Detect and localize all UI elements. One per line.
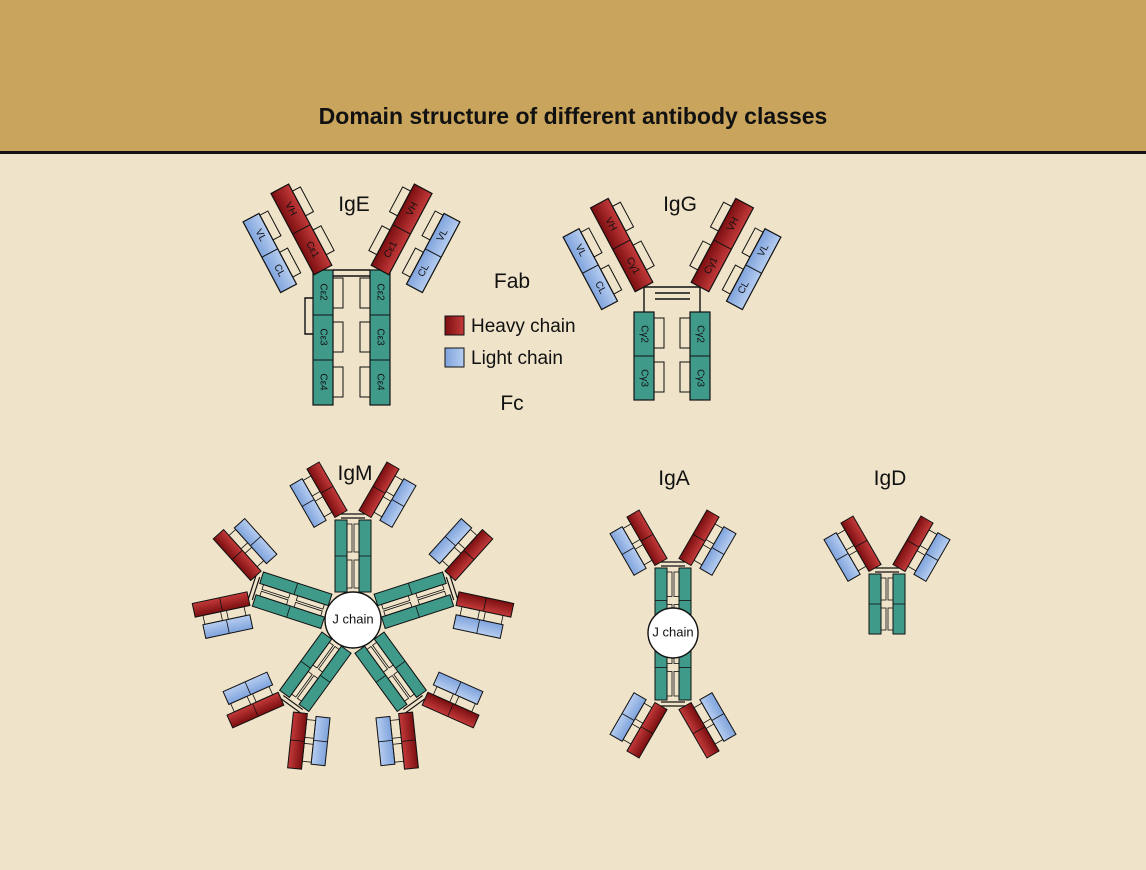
legend: Heavy chain Light chain <box>444 315 576 369</box>
igg-vl-left-label: VL <box>573 243 589 259</box>
igm-j-chain-label: J chain <box>332 611 373 626</box>
ige-ce3-left-label: Cε3 <box>317 328 328 346</box>
iga-label: IgA <box>658 467 690 490</box>
igg-cl-left-label: CL <box>592 279 608 296</box>
ige-label: IgE <box>338 193 370 216</box>
igm-j-chain <box>324 591 382 649</box>
header-banner: Domain structure of different antibody c… <box>0 0 1146 154</box>
igd-monomer-fab-right <box>892 515 951 582</box>
igm-unit-5 <box>191 517 333 639</box>
igg-cg2-right-label: Cγ2 <box>694 325 705 343</box>
igg-cl-right-label: CL <box>736 279 752 296</box>
iga-monomer-bottom-fab-left <box>678 692 737 759</box>
ige-vl-right-label: VL <box>435 227 451 243</box>
igd-molecule <box>823 515 951 635</box>
ige-vl-left-label: VL <box>253 227 269 243</box>
igg-fab-left: VH Cγ1 VL CL <box>562 197 655 311</box>
ige-cl-left-label: CL <box>271 262 287 279</box>
iga-j-chain <box>647 607 699 659</box>
igm-monomer-4 <box>222 631 352 770</box>
igm-unit-4-fab-right <box>222 671 285 729</box>
igm-unit-2-fab-right <box>452 591 515 639</box>
igm-unit-3-fab-right <box>375 711 419 770</box>
igm-monomer-2 <box>373 517 515 639</box>
igm-unit-1 <box>289 461 417 593</box>
igg-cg3-left-label: Cγ3 <box>638 369 649 387</box>
ige-ce2-left-label: Cε2 <box>317 283 328 301</box>
fab-label: Fab <box>494 270 530 293</box>
ige-cl-right-label: CL <box>416 262 432 279</box>
igg-fc: Cγ2 Cγ3 Cγ2 Cγ3 <box>633 311 711 401</box>
iga-molecule: J chain <box>609 509 737 759</box>
igg-cg3-right-label: Cγ3 <box>694 369 705 387</box>
ige-ce4-right-label: Cε4 <box>374 373 385 391</box>
heavy-chain-swatch <box>444 315 465 336</box>
igm-unit-3 <box>354 631 484 770</box>
igm-unit-1-fab-right <box>358 461 417 528</box>
page-title: Domain structure of different antibody c… <box>318 103 828 129</box>
igm-unit-5-fab-right <box>212 517 278 582</box>
igm-monomer-1 <box>289 461 417 593</box>
iga-monomer-top-fab-right <box>678 509 737 576</box>
igg-fab-right: VH Cγ1 VL CL <box>689 197 782 311</box>
fc-label: Fc <box>500 392 523 415</box>
ige-ce2-right-label: Cε2 <box>374 283 385 301</box>
light-chain-swatch <box>444 347 465 368</box>
legend-heavy-chain: Heavy chain <box>471 316 576 337</box>
igg-molecule: Cγ2 Cγ3 Cγ2 Cγ3 VH Cγ1 VL CL <box>562 197 782 401</box>
igm-molecule: J chain <box>191 461 515 770</box>
ige-molecule: Cε2 Cε3 Cε4 Cε2 Cε3 Cε4 VH Cε1 VL CL <box>242 183 461 406</box>
iga-monomer-top-fab-left <box>609 509 668 576</box>
igm-label: IgM <box>337 462 372 485</box>
igm-unit-2-fab-left <box>428 517 494 582</box>
ige-ce4-left-label: Cε4 <box>317 373 328 391</box>
ige-fab-left: VH Cε1 VL CL <box>242 183 335 294</box>
igd-monomer <box>823 515 951 635</box>
igm-unit-1-fab-left <box>289 461 348 528</box>
legend-light-chain: Light chain <box>471 348 563 369</box>
igm-unit-2 <box>373 517 515 639</box>
iga-monomer-bottom-fab-right <box>609 692 668 759</box>
igd-monomer-fab-left <box>823 515 882 582</box>
igm-monomer-3 <box>354 631 484 770</box>
igg-vl-right-label: VL <box>756 242 772 258</box>
ige-ce3-right-label: Cε3 <box>374 328 385 346</box>
igm-unit-3-fab-left <box>421 671 484 729</box>
igm-monomer-5 <box>191 517 333 639</box>
igg-cg2-left-label: Cγ2 <box>638 325 649 343</box>
igg-label: IgG <box>663 193 697 216</box>
ige-fc: Cε2 Cε3 Cε4 Cε2 Cε3 Cε4 <box>312 269 391 406</box>
igd-label: IgD <box>874 467 907 490</box>
iga-j-chain-label: J chain <box>652 624 693 639</box>
ige-fab-right: VH Cε1 VL CL <box>368 183 461 294</box>
igm-unit-5-fab-left <box>191 591 254 639</box>
igm-unit-4 <box>222 631 352 770</box>
igm-unit-4-fab-left <box>287 711 331 770</box>
